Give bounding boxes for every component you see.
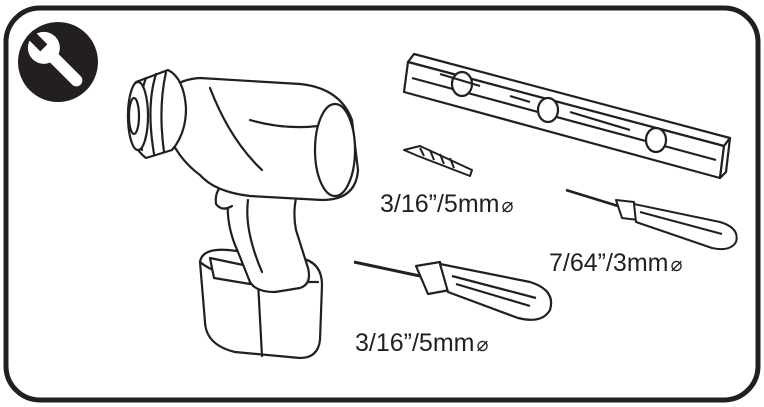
spirit-level-illustration — [402, 52, 732, 180]
drill-bit-size-label: 3/16”/5mm⌀ — [380, 192, 514, 217]
small-screwdriver-size-text: 7/64”/3mm — [549, 249, 669, 277]
small-screwdriver-illustration — [565, 188, 738, 251]
diameter-icon: ⌀ — [476, 334, 489, 356]
diameter-icon: ⌀ — [670, 254, 683, 276]
large-screwdriver-size-label: 3/16”/5mm⌀ — [355, 331, 489, 356]
wrench-icon — [18, 22, 98, 102]
drill-bit-illustration — [403, 145, 473, 177]
drill-illustration — [126, 68, 360, 360]
large-screwdriver-illustration — [353, 260, 553, 321]
drill-bit-size-text: 3/16”/5mm — [380, 190, 500, 218]
small-screwdriver-size-label: 7/64”/3mm⌀ — [549, 251, 683, 276]
diameter-icon: ⌀ — [501, 195, 514, 217]
large-screwdriver-size-text: 3/16”/5mm — [355, 329, 475, 357]
